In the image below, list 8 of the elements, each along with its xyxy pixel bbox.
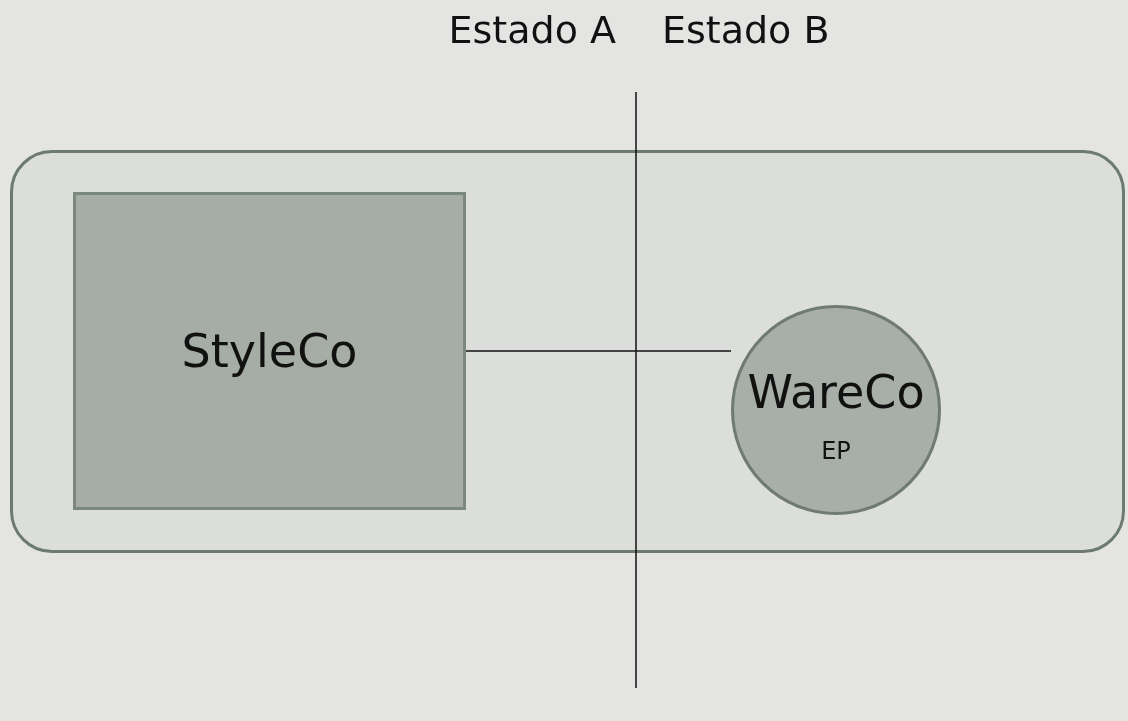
connector-line [465,350,732,352]
region-label: Estado A [448,8,616,52]
entity-box [73,192,466,510]
group-panel [10,150,1125,553]
node-title: WareCo [747,365,925,419]
node-subtitle: EP [821,437,851,465]
region-label: Estado B [662,8,830,52]
node-title: StyleCo [181,324,358,378]
